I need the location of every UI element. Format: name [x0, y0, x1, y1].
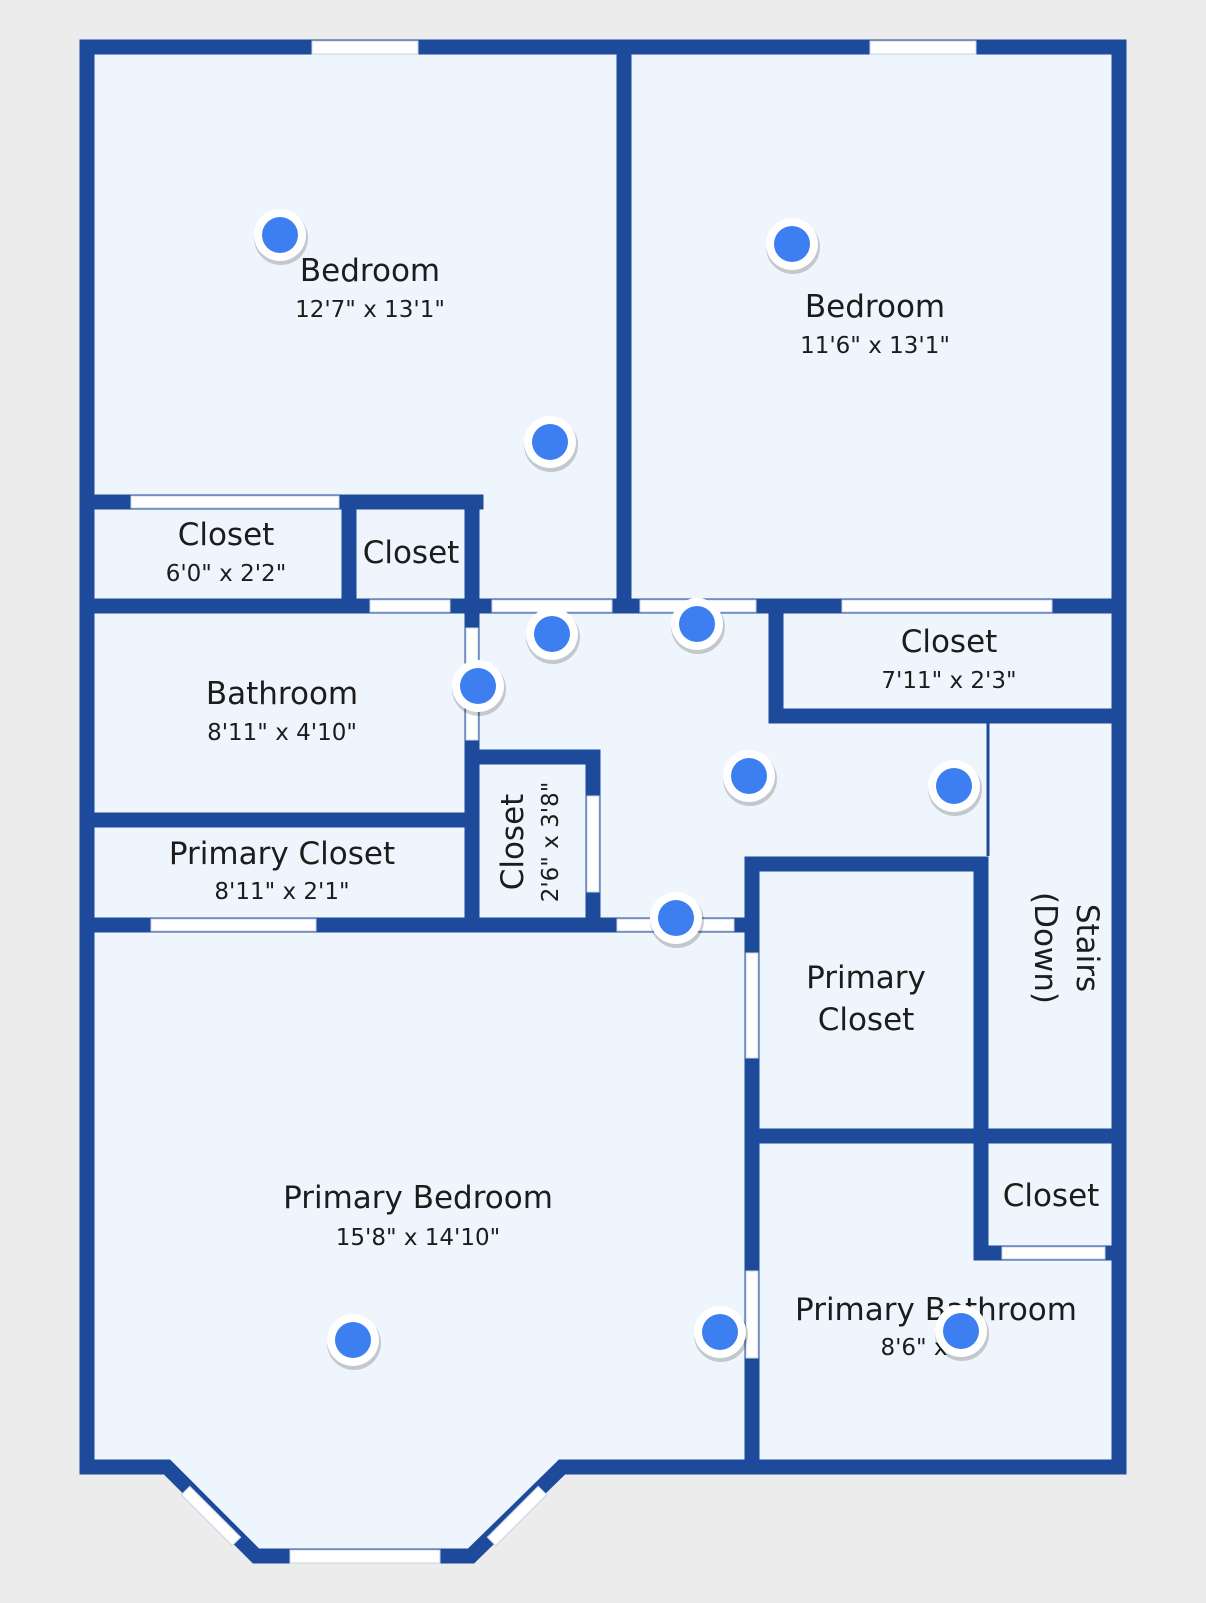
photo-hotspot-1[interactable] [254, 209, 308, 265]
photo-hotspot-dot-icon [262, 217, 298, 253]
floor-area [80, 40, 1126, 1563]
photo-hotspot-12[interactable] [935, 1305, 989, 1361]
photo-hotspot-7[interactable] [723, 750, 777, 806]
door-primary-bathroom [745, 1270, 759, 1359]
photo-hotspot-dot-icon [731, 758, 767, 794]
photo-hotspot-dot-icon [774, 226, 810, 262]
label-bedroom-1-dims: 12'7" x 13'1" [295, 297, 445, 323]
photo-hotspot-8[interactable] [928, 760, 982, 816]
photo-hotspot-10[interactable] [327, 1314, 381, 1370]
label-primary-closet-1-dims: 8'11" x 2'1" [214, 879, 349, 905]
photo-hotspot-2[interactable] [766, 218, 820, 274]
openings [130, 40, 1106, 1564]
label-closet-d-name: Closet [495, 794, 531, 891]
window-bay-right [486, 1485, 548, 1547]
label-closet-a-dims: 6'0" x 2'2" [166, 561, 287, 587]
label-bathroom-name: Bathroom [206, 676, 358, 712]
label-stairs-line1: Stairs [1069, 904, 1105, 992]
photo-hotspot-dot-icon [658, 900, 694, 936]
door-closet-c [841, 599, 1053, 613]
photo-hotspots [254, 209, 989, 1370]
exterior-wall [79, 39, 1127, 1564]
window-bay-left [180, 1485, 242, 1547]
photo-hotspot-dot-icon [460, 668, 496, 704]
room-labels: Bedroom 12'7" x 13'1" Bedroom 11'6" x 13… [166, 253, 1105, 1361]
photo-hotspot-dot-icon [936, 768, 972, 804]
photo-hotspot-dot-icon [702, 1314, 738, 1350]
label-bathroom-dims: 8'11" x 4'10" [207, 720, 357, 746]
photo-hotspot-3[interactable] [524, 416, 578, 472]
label-primary-closet-1-name: Primary Closet [169, 836, 395, 872]
window-top-right [869, 40, 977, 55]
photo-hotspot-6[interactable] [452, 660, 506, 716]
door-primary-closet-1 [150, 918, 317, 932]
label-bedroom-2-dims: 11'6" x 13'1" [800, 333, 950, 359]
photo-hotspot-11[interactable] [694, 1306, 748, 1362]
photo-hotspot-9[interactable] [650, 892, 704, 948]
label-closet-d-dims: 2'6" x 3'8" [538, 782, 564, 903]
label-closet-b-name: Closet [363, 535, 460, 571]
label-primary-bathroom-name: Primary Bathroom [795, 1292, 1077, 1328]
photo-hotspot-dot-icon [943, 1313, 979, 1349]
photo-hotspot-dot-icon [335, 1322, 371, 1358]
label-closet-e-name: Closet [1003, 1178, 1100, 1214]
label-bedroom-1-name: Bedroom [300, 253, 440, 289]
label-bedroom-2-name: Bedroom [805, 289, 945, 325]
photo-hotspot-dot-icon [532, 424, 568, 460]
door-closet-d [586, 795, 600, 893]
photo-hotspot-dot-icon [534, 616, 570, 652]
label-stairs-line2: (Down) [1027, 892, 1063, 1004]
label-primary-closet-2-line2: Closet [818, 1002, 915, 1038]
door-closet-a [130, 495, 340, 509]
photo-hotspot-dot-icon [679, 606, 715, 642]
door-closet-b [369, 599, 451, 613]
label-closet-c-name: Closet [901, 624, 998, 660]
label-closet-c-dims: 7'11" x 2'3" [881, 668, 1016, 694]
label-primary-bathroom-dims: 8'6" x [880, 1335, 947, 1361]
label-closet-a-name: Closet [178, 517, 275, 553]
door-primary-closet-2 [745, 952, 759, 1059]
photo-hotspot-5[interactable] [671, 598, 725, 654]
door-closet-e [1001, 1246, 1106, 1260]
label-primary-bedroom-name: Primary Bedroom [283, 1180, 553, 1216]
window-bay-bottom [289, 1549, 441, 1564]
photo-hotspot-4[interactable] [526, 608, 580, 664]
label-primary-closet-2-line1: Primary [806, 960, 926, 996]
label-primary-bedroom-dims: 15'8" x 14'10" [336, 1225, 500, 1251]
window-top-left [311, 40, 419, 55]
